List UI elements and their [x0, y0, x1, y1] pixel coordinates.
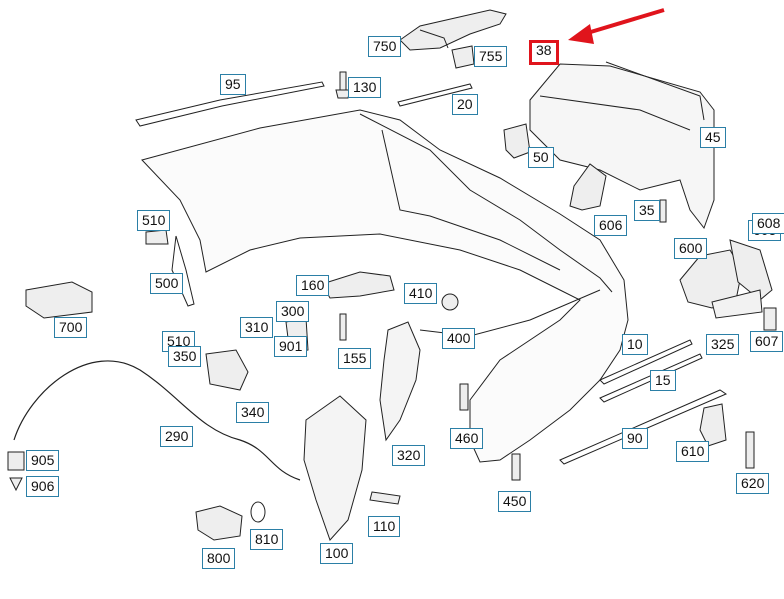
part-label-p608: 608 — [752, 213, 784, 234]
part-label-p606: 606 — [594, 215, 628, 236]
part-label-p510a: 510 — [137, 210, 171, 231]
part-label-p620: 620 — [736, 473, 770, 494]
part-label-p325: 325 — [706, 334, 740, 355]
part-label-p50: 50 — [528, 147, 554, 168]
part-label-p755: 755 — [474, 46, 508, 67]
part-label-p607: 607 — [750, 331, 784, 352]
part-label-p15: 15 — [650, 370, 676, 391]
part-label-p110: 110 — [368, 516, 401, 537]
part-label-p905: 905 — [26, 450, 60, 471]
part-label-p750: 750 — [368, 36, 402, 57]
part-label-p155: 155 — [338, 348, 372, 369]
part-label-p600: 600 — [674, 238, 708, 259]
part-label-p45: 45 — [700, 127, 726, 148]
part-label-p300: 300 — [276, 301, 310, 322]
part-label-p130: 130 — [348, 77, 382, 98]
highlight-arrow-icon — [568, 8, 665, 44]
part-label-p350: 350 — [168, 346, 202, 367]
part-label-p10: 10 — [622, 334, 648, 355]
part-label-p810: 810 — [250, 529, 284, 550]
part-label-p90: 90 — [622, 428, 648, 449]
part-label-p700: 700 — [54, 317, 88, 338]
part-label-p610: 610 — [676, 441, 710, 462]
part-label-p160: 160 — [296, 275, 330, 296]
part-label-p906: 906 — [26, 476, 60, 497]
part-label-p400: 400 — [442, 328, 476, 349]
part-label-p340: 340 — [236, 402, 270, 423]
part-label-p320: 320 — [392, 445, 426, 466]
part-label-p310: 310 — [240, 317, 274, 338]
part-label-p35: 35 — [634, 200, 660, 221]
part-label-p290: 290 — [160, 426, 194, 447]
part-label-p901: 901 — [274, 336, 308, 357]
part-label-p450: 450 — [498, 491, 532, 512]
part-label-p38-highlighted: 38 — [529, 40, 559, 65]
part-label-p800: 800 — [202, 548, 236, 569]
part-label-p100: 100 — [320, 543, 354, 564]
part-label-p95: 95 — [220, 74, 246, 95]
part-label-p410: 410 — [404, 283, 438, 304]
part-label-p20: 20 — [452, 94, 478, 115]
part-label-p500: 500 — [150, 273, 184, 294]
part-label-p460: 460 — [450, 428, 484, 449]
